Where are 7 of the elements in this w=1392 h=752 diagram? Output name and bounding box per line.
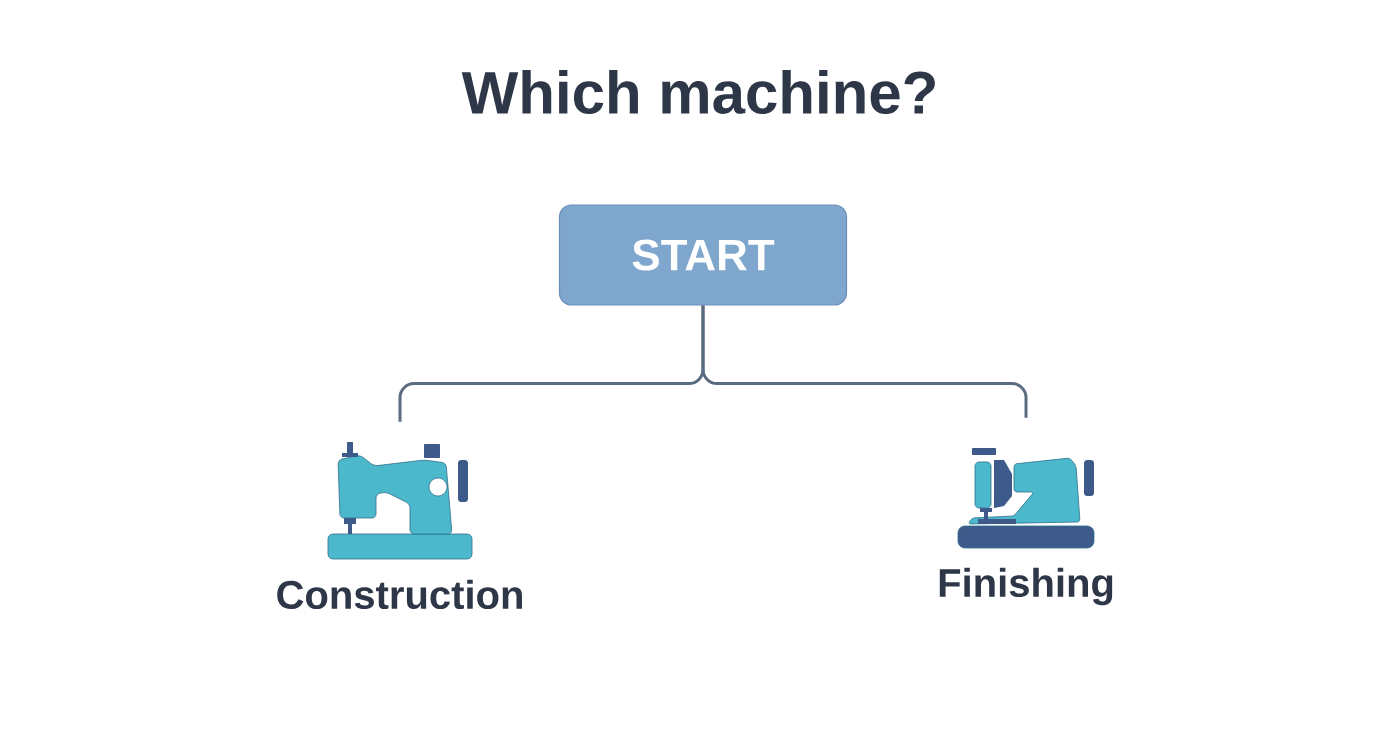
sewing-machine-icon [957,448,1095,549]
machine-label: Finishing [939,567,1113,606]
title: Which machine? [461,69,935,114]
sewing-machine-icon [327,442,473,560]
connector [701,305,1028,418]
machine-label: Construction [277,579,522,610]
start-box: START [558,204,848,306]
